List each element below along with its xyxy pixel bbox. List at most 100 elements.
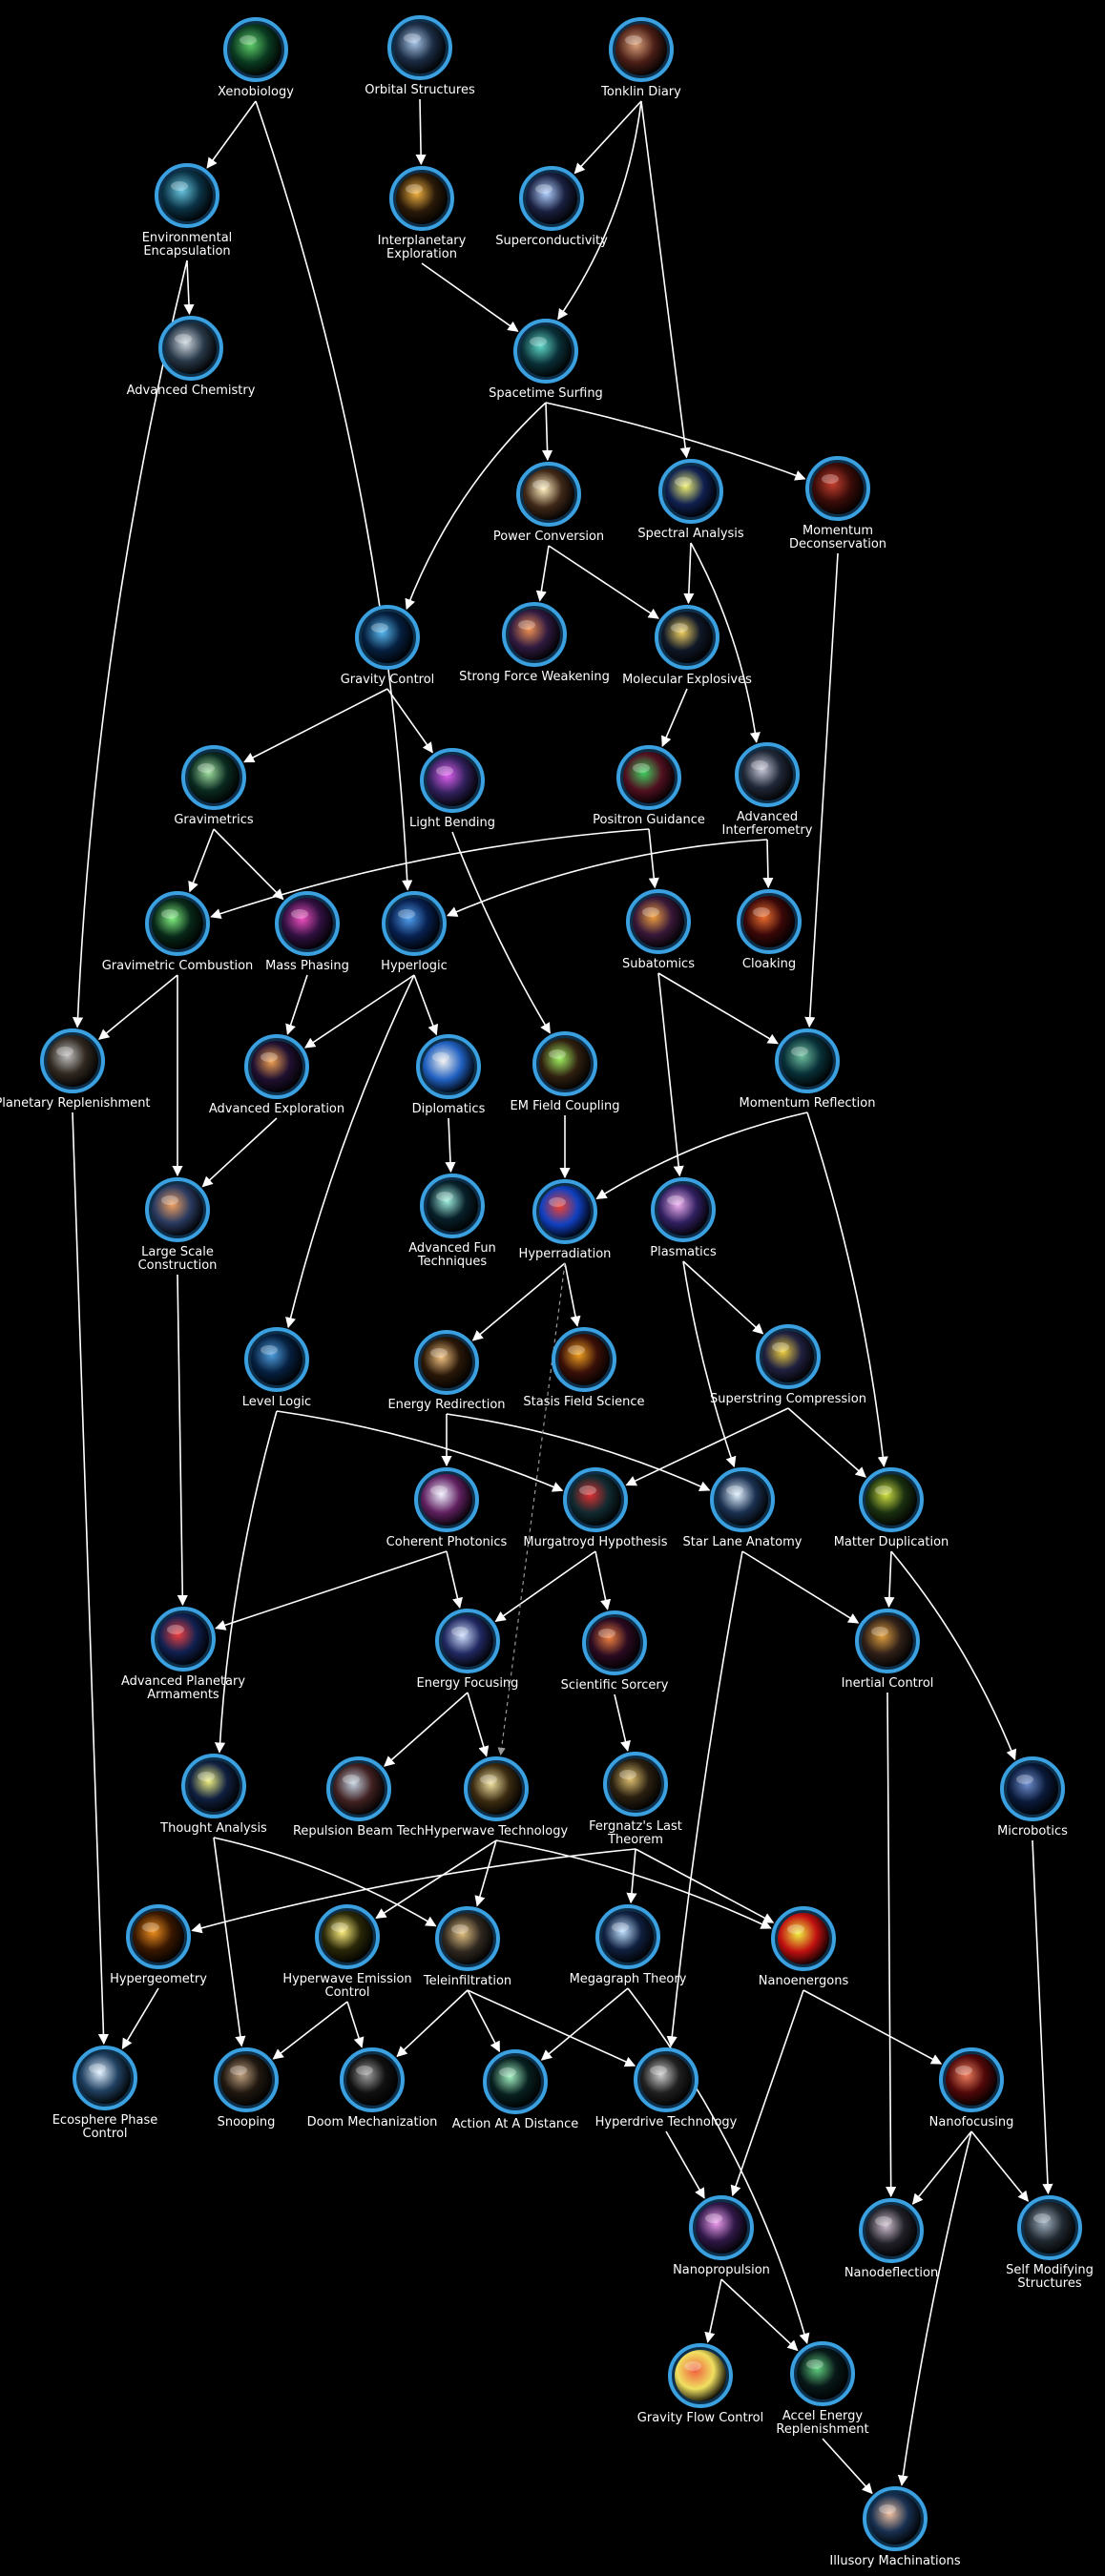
link-subatomics-to-momentum_refl — [657, 972, 779, 1045]
tech-node-gravity-flow[interactable]: Gravity Flow Control — [637, 2343, 763, 2425]
tech-node-megagraph[interactable]: Megagraph Theory — [570, 1904, 687, 1986]
link-nanoenergons-to-nanofocusing — [803, 1989, 943, 2065]
tech-node-microbotics[interactable]: Microbotics — [997, 1756, 1068, 1839]
tech-node-nanofocusing[interactable]: Nanofocusing — [929, 2047, 1014, 2129]
tech-label: Encapsulation — [143, 244, 230, 259]
beam-ray-icon — [490, 2056, 541, 2108]
dependency-links — [72, 98, 1053, 2495]
tech-node-hyperwave[interactable]: Hyperwave Technology — [425, 1756, 569, 1839]
tech-node-superstring[interactable]: Superstring Compression — [710, 1324, 866, 1406]
tech-node-star-lane[interactable]: Star Lane Anatomy — [683, 1467, 803, 1549]
tech-node-nanoenergons[interactable]: Nanoenergons — [759, 1906, 849, 1988]
icon-highlight — [1033, 2213, 1051, 2223]
tech-node-hyperlogic[interactable]: Hyperlogic — [381, 891, 448, 973]
tech-node-teleinfiltration[interactable]: Teleinfiltration — [423, 1906, 511, 1988]
maze-icon — [251, 1334, 302, 1385]
tech-node-strong-force[interactable]: Strong Force Weakening — [459, 602, 610, 684]
tech-node-em-field[interactable]: EM Field Coupling — [511, 1031, 620, 1113]
link-energy_focusing-to-repulsion — [384, 1692, 469, 1767]
icon-highlight — [612, 1922, 629, 1932]
icon-highlight — [371, 623, 388, 633]
constellation-icon — [427, 1180, 478, 1232]
tech-node-supercond[interactable]: Superconductivity — [495, 166, 608, 248]
tech-node-tonklin[interactable]: Tonklin Diary — [600, 17, 681, 99]
tech-node-energy-focusing[interactable]: Energy Focusing — [417, 1609, 519, 1691]
plasma-icon — [657, 1184, 709, 1236]
tech-node-gravimetrics[interactable]: Gravimetrics — [174, 745, 254, 827]
link-gravity_ctrl-to-light_bending — [386, 688, 433, 754]
link-megagraph-to-action_distance — [540, 1987, 629, 2061]
tech-node-adv-chem[interactable]: Advanced Chemistry — [127, 316, 256, 398]
tech-node-orbital[interactable]: Orbital Structures — [365, 15, 475, 97]
tech-node-subatomics[interactable]: Subatomics — [622, 889, 695, 971]
tech-node-action-distance[interactable]: Action At A Distance — [452, 2049, 579, 2131]
tech-node-coherent[interactable]: Coherent Photonics — [386, 1467, 508, 1549]
tech-node-nanopropulsion[interactable]: Nanopropulsion — [673, 2195, 770, 2277]
tech-node-thought[interactable]: Thought Analysis — [159, 1754, 267, 1836]
tech-node-inertial[interactable]: Inertial Control — [842, 1609, 934, 1691]
explosion-planet-icon — [157, 1613, 209, 1665]
tech-node-power-conv[interactable]: Power Conversion — [493, 462, 604, 544]
tech-node-positron[interactable]: Positron Guidance — [593, 745, 705, 827]
link-momentum_decon-to-momentum_refl — [804, 552, 839, 1028]
tech-node-planetary-repl[interactable]: Planetary Replenishment — [0, 1028, 151, 1111]
link-diplomatics-to-adv_fun — [445, 1117, 456, 1174]
tech-node-plasmatics[interactable]: Plasmatics — [650, 1177, 717, 1259]
link-microbotics-to-self_mod — [1032, 1839, 1053, 2195]
green-particles-icon — [623, 752, 675, 803]
link-fermatz-to-megagraph — [626, 1848, 637, 1904]
tech-node-nanodeflection[interactable]: Nanodeflection — [844, 2198, 938, 2280]
tech-node-stasis[interactable]: Stasis Field Science — [523, 1327, 645, 1409]
tech-label: Hyperdrive Technology — [595, 2115, 738, 2129]
tech-label: Coherent Photonics — [386, 1535, 508, 1549]
tech-node-snooping[interactable]: Snooping — [214, 2047, 279, 2129]
link-nanopropulsion-to-gravity_flow — [704, 2278, 722, 2343]
tech-node-adv-exploration[interactable]: Advanced Exploration — [209, 1034, 344, 1116]
tech-node-spacetime[interactable]: Spacetime Surfing — [489, 319, 603, 401]
tech-node-energy-redir[interactable]: Energy Redirection — [387, 1330, 506, 1412]
tech-node-doom-mech[interactable]: Doom Mechanization — [307, 2047, 438, 2129]
tech-node-hypergeometry[interactable]: Hypergeometry — [110, 1904, 207, 1986]
link-coherent-to-energy_focusing — [446, 1550, 463, 1610]
icon-highlight — [171, 181, 188, 191]
link-spacetime-to-gravity_ctrl — [405, 402, 547, 611]
tech-node-illusory[interactable]: Illusory Machinations — [829, 2486, 961, 2568]
book-icon — [610, 1758, 661, 1810]
tech-node-spectral[interactable]: Spectral Analysis — [637, 459, 744, 541]
prism-icon — [421, 1474, 472, 1526]
tech-node-matter-dup[interactable]: Matter Duplication — [834, 1467, 949, 1549]
tech-label: Strong Force Weakening — [459, 670, 610, 684]
tech-node-hyperdrive[interactable]: Hyperdrive Technology — [595, 2047, 738, 2129]
tech-node-light-bending[interactable]: Light Bending — [409, 748, 495, 830]
tech-node-momentum-refl[interactable]: Momentum Reflection — [740, 1028, 876, 1111]
tech-node-xenobiology[interactable]: Xenobiology — [218, 17, 294, 99]
link-hyperlogic-to-level_logic — [285, 974, 415, 1329]
tech-node-grav-combustion[interactable]: Gravimetric Combustion — [102, 891, 254, 973]
tech-node-diplomatics[interactable]: Diplomatics — [412, 1034, 486, 1116]
tech-node-level-logic[interactable]: Level Logic — [242, 1327, 311, 1409]
tech-node-cloaking[interactable]: Cloaking — [737, 889, 802, 971]
tech-node-repulsion[interactable]: Repulsion Beam Tech — [293, 1756, 425, 1839]
tech-node-gravity-ctrl[interactable]: Gravity Control — [341, 605, 435, 687]
tech-node-mol-explosives[interactable]: Molecular Explosives — [622, 605, 752, 687]
tech-node-hyperradiation[interactable]: Hyperradiation — [519, 1179, 612, 1261]
icon-highlight — [822, 474, 839, 484]
tech-node-mass-phasing[interactable]: Mass Phasing — [265, 891, 349, 973]
brick-wall-icon — [812, 463, 864, 514]
tech-label: Interferometry — [722, 823, 813, 838]
tech-node-murgatroyd[interactable]: Murgatroyd Hypothesis — [523, 1467, 668, 1549]
link-star_lane-to-inertial — [741, 1550, 860, 1624]
tech-node-sci-sorcery[interactable]: Scientific Sorcery — [561, 1610, 669, 1693]
